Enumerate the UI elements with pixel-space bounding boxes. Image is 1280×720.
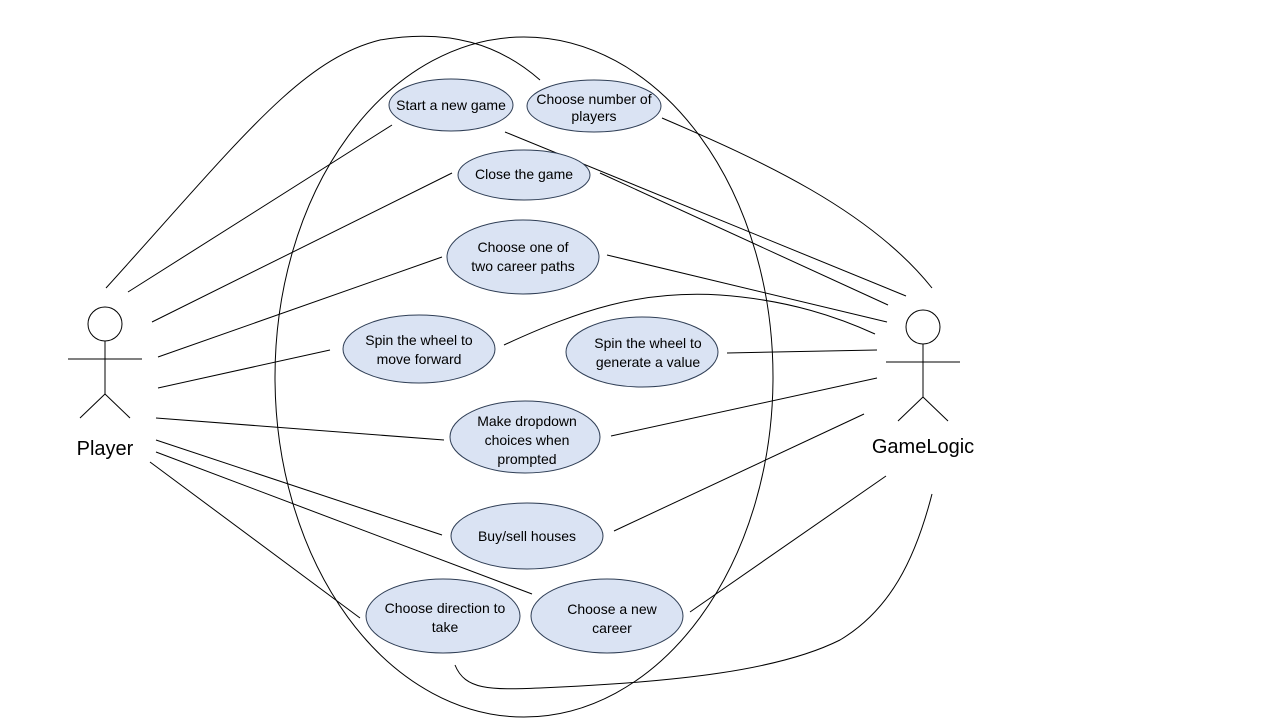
use-case-label: move forward: [377, 351, 462, 367]
assoc-gamelogic-choose-new-career: [689, 475, 887, 613]
assoc-player-spin-move-forward: [157, 349, 331, 389]
assoc-gamelogic-close-game: [599, 172, 889, 306]
assoc-player-choose-new-career: [155, 451, 533, 595]
use-case-label: Close the game: [475, 166, 573, 182]
assoc-player-choose-number-players: [105, 35, 541, 289]
actor-gamelogic: GameLogic: [872, 309, 974, 458]
use-case-label: two career paths: [471, 258, 575, 274]
use-case-choose-career-path: Choose one of two career paths: [446, 219, 600, 295]
assoc-player-dropdown-choices: [155, 417, 445, 441]
assoc-gamelogic-spin-move-forward: [503, 293, 876, 346]
use-case-label: Choose one of: [477, 239, 568, 255]
actor-player: Player: [68, 306, 142, 460]
use-case-label: Choose a new: [567, 601, 657, 617]
use-case-choose-number-players: Choose number of players: [526, 79, 662, 133]
assoc-player-close-game: [151, 172, 453, 323]
use-case-spin-move-forward: Spin the wheel to move forward: [342, 314, 496, 384]
use-case-label: Buy/sell houses: [478, 528, 576, 544]
use-case-choose-direction: Choose direction to take: [365, 578, 521, 654]
use-case-label: prompted: [497, 451, 556, 467]
use-case-label: players: [571, 108, 616, 124]
use-case-label: generate a value: [596, 354, 701, 370]
use-case-choose-new-career: Choose a new career: [530, 578, 684, 654]
use-case-label: Choose number of: [536, 91, 651, 107]
use-case-spin-generate-value: Spin the wheel to generate a value: [565, 316, 719, 388]
actor-label: GameLogic: [872, 436, 974, 458]
assoc-gamelogic-dropdown-choices: [610, 377, 878, 437]
use-case-label: Start a new game: [396, 97, 506, 113]
stick-figure-icon: [68, 306, 142, 419]
use-case-label: take: [432, 619, 459, 635]
actor-label: Player: [77, 438, 134, 460]
assoc-gamelogic-choose-number-players: [661, 117, 933, 289]
assoc-gamelogic-buy-sell-houses: [613, 413, 865, 532]
use-case-label: career: [592, 620, 632, 636]
use-case-label: choices when: [485, 432, 570, 448]
system-boundary: [274, 36, 774, 718]
assoc-gamelogic-choose-career-path: [606, 254, 888, 323]
use-case-start-new-game: Start a new game: [388, 78, 514, 132]
assoc-player-start-new-game: [127, 124, 393, 293]
use-case-label: Make dropdown: [477, 413, 577, 429]
assoc-player-choose-direction: [149, 461, 361, 619]
use-case-close-game: Close the game: [457, 149, 591, 201]
use-case-label: Choose direction to: [385, 600, 506, 616]
use-case-label: Spin the wheel to: [594, 335, 702, 351]
use-case-label: Spin the wheel to: [365, 332, 473, 348]
assoc-player-choose-career-path: [157, 256, 443, 358]
use-case-buy-sell-houses: Buy/sell houses: [450, 502, 604, 570]
use-case-dropdown-choices: Make dropdown choices when prompted: [449, 400, 601, 474]
assoc-gamelogic-spin-generate-value: [726, 349, 878, 354]
associations: [105, 35, 933, 690]
stick-figure-icon: [886, 309, 960, 422]
assoc-player-buy-sell-houses: [155, 439, 443, 536]
assoc-gamelogic-choose-direction: [454, 493, 933, 690]
